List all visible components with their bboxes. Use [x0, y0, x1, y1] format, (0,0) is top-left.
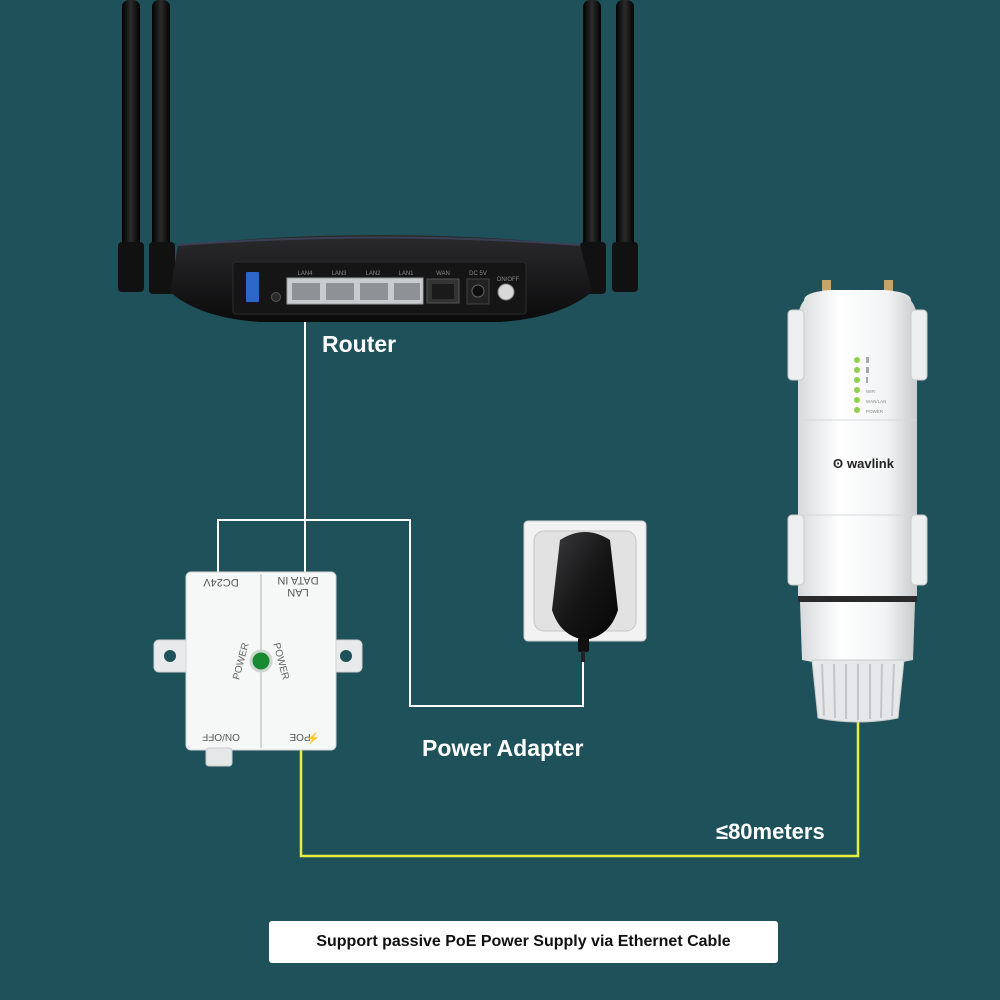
port-label-lan1: LAN1	[398, 271, 414, 277]
router-antennas	[118, 0, 638, 294]
injector-label-onoff: ON/OFF	[202, 731, 240, 742]
ap-status-leds	[854, 357, 869, 413]
caption-box: Support passive PoE Power Supply via Eth…	[269, 921, 778, 963]
ap-led-label-wanlan: WAN/LAN	[866, 399, 886, 404]
poe-injector: DC24V LAN DATA IN POWER POWER ON/OFF POE…	[153, 571, 363, 767]
usb-port-icon	[246, 272, 259, 302]
power-led-icon	[249, 649, 273, 673]
router-lan-ports	[286, 277, 424, 305]
poe-cable-injector-to-ap	[299, 722, 860, 858]
port-label-lan3: LAN3	[331, 271, 347, 277]
port-label-wan: WAN	[436, 271, 450, 277]
router: LAN4 LAN3 LAN2 LAN1 WAN DC 5V ON/OFF	[118, 0, 638, 322]
lightning-icon: ⚡	[306, 732, 320, 745]
port-label-lan2: LAN2	[365, 271, 381, 277]
power-switch-icon	[497, 283, 515, 301]
distance-label: ≤80meters	[716, 819, 825, 844]
port-label-onoff: ON/OFF	[497, 277, 520, 283]
power-adapter-label: Power Adapter	[422, 735, 584, 761]
port-label-dc: DC 5V	[469, 271, 487, 277]
injector-label-poe: POE	[289, 731, 310, 742]
ap-led-label-power: POWER	[866, 409, 884, 414]
router-label: Router	[322, 331, 397, 357]
injector-label-data-in: DATA IN	[277, 574, 318, 586]
injector-switch-icon	[205, 747, 233, 767]
wavlink-logo-icon: ʘ	[833, 456, 843, 471]
injector-label-dc24v: DC24V	[203, 576, 239, 588]
ap-brand: wavlink	[846, 456, 895, 471]
reset-button-icon	[271, 292, 281, 302]
outdoor-access-point: WIFI WAN/LAN POWER ʘ wavlink	[787, 280, 928, 723]
ap-led-label-wifi: WIFI	[866, 389, 876, 394]
caption-text: Support passive PoE Power Supply via Eth…	[316, 933, 731, 950]
port-label-lan4: LAN4	[297, 271, 313, 277]
power-adapter	[552, 532, 618, 662]
injector-label-lan: LAN	[287, 586, 308, 598]
power-cable-adapter-to-injector	[217, 519, 584, 707]
